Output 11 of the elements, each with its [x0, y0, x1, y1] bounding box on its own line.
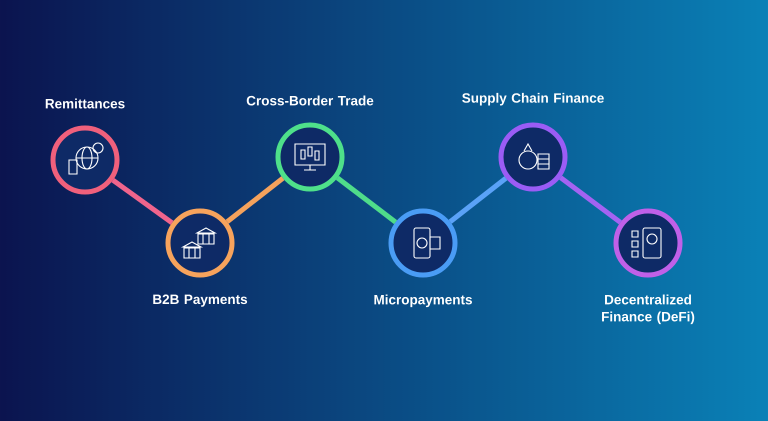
connector-line [112, 178, 174, 225]
node-label: Supply Chain Finance [462, 92, 604, 106]
node-label: Cross-Border Trade [246, 96, 374, 106]
node-label: B2B Payments [153, 294, 248, 307]
node-label: Remittances [46, 98, 125, 108]
connector-line [559, 176, 622, 224]
connector-line [336, 176, 398, 224]
connector-line [448, 176, 508, 224]
node-label: Decentralized Finance (DeFi) [602, 294, 694, 324]
connector-line [226, 176, 284, 224]
node-label: Micropayments [374, 294, 472, 308]
